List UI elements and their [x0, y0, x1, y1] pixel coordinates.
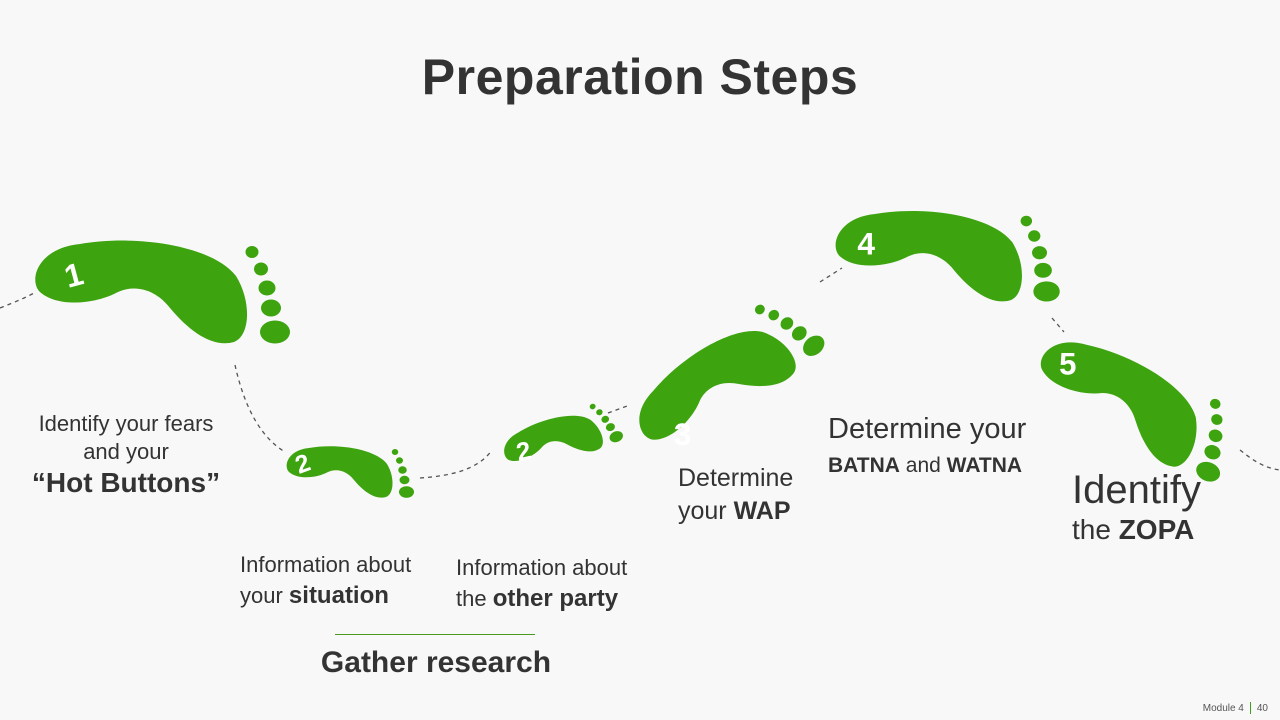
- situation-line1: Information about: [240, 552, 412, 577]
- footprint-step-2b: 2: [498, 395, 625, 483]
- batna-caption: Determine your BATNA and WATNA: [828, 412, 1068, 480]
- situation-prefix: your: [240, 582, 289, 608]
- slide-footer: Module 4 40: [1203, 702, 1268, 714]
- watna-bold: WATNA: [946, 454, 1023, 478]
- situation-bold: situation: [288, 581, 389, 609]
- footprint-step-1: 1: [35, 240, 291, 344]
- other-party-bold: other party: [492, 584, 619, 612]
- situation-caption: Information about your situation: [240, 551, 440, 611]
- zopa-caption: Identify the ZOPA: [1072, 468, 1272, 548]
- footprint-step-3: 3: [624, 283, 829, 473]
- wap-line1: Determine: [678, 464, 794, 492]
- step1-line1: Identify your fears: [38, 411, 214, 436]
- batna-mid: and: [899, 454, 947, 478]
- step1-caption: Identify your fears and your “Hot Button…: [16, 410, 236, 500]
- other-party-prefix: the: [456, 585, 493, 611]
- footprint-step-5: 5: [1022, 328, 1248, 486]
- step-number-4: 4: [857, 225, 875, 261]
- module-label: Module 4: [1202, 702, 1244, 714]
- gather-divider: [335, 634, 535, 635]
- step-number-5: 5: [1059, 346, 1076, 381]
- footprint-step-4: 4: [835, 210, 1060, 302]
- wap-prefix: your: [678, 496, 734, 525]
- footprint-step-2a: 2: [286, 446, 414, 498]
- batna-line1: Determine your: [828, 413, 1027, 445]
- wap-bold: WAP: [733, 496, 791, 525]
- step-number-2b: 2: [514, 437, 534, 467]
- footer-separator: [1249, 702, 1251, 714]
- zopa-prefix: the: [1072, 514, 1119, 545]
- zopa-line1: Identify: [1072, 468, 1201, 512]
- gather-research-label: Gather research: [320, 646, 552, 679]
- step1-hot-buttons: “Hot Buttons”: [31, 467, 221, 498]
- page-title: Preparation Steps: [421, 49, 859, 105]
- other-party-line1: Information about: [456, 555, 628, 580]
- step1-line2: and your: [83, 438, 169, 464]
- other-party-caption: Information about the other party: [456, 554, 656, 614]
- wap-caption: Determine your WAP: [678, 462, 828, 527]
- zopa-bold: ZOPA: [1118, 514, 1195, 545]
- batna-bold: BATNA: [828, 454, 900, 478]
- page-number: 40: [1256, 702, 1268, 714]
- step-number-3: 3: [674, 417, 691, 452]
